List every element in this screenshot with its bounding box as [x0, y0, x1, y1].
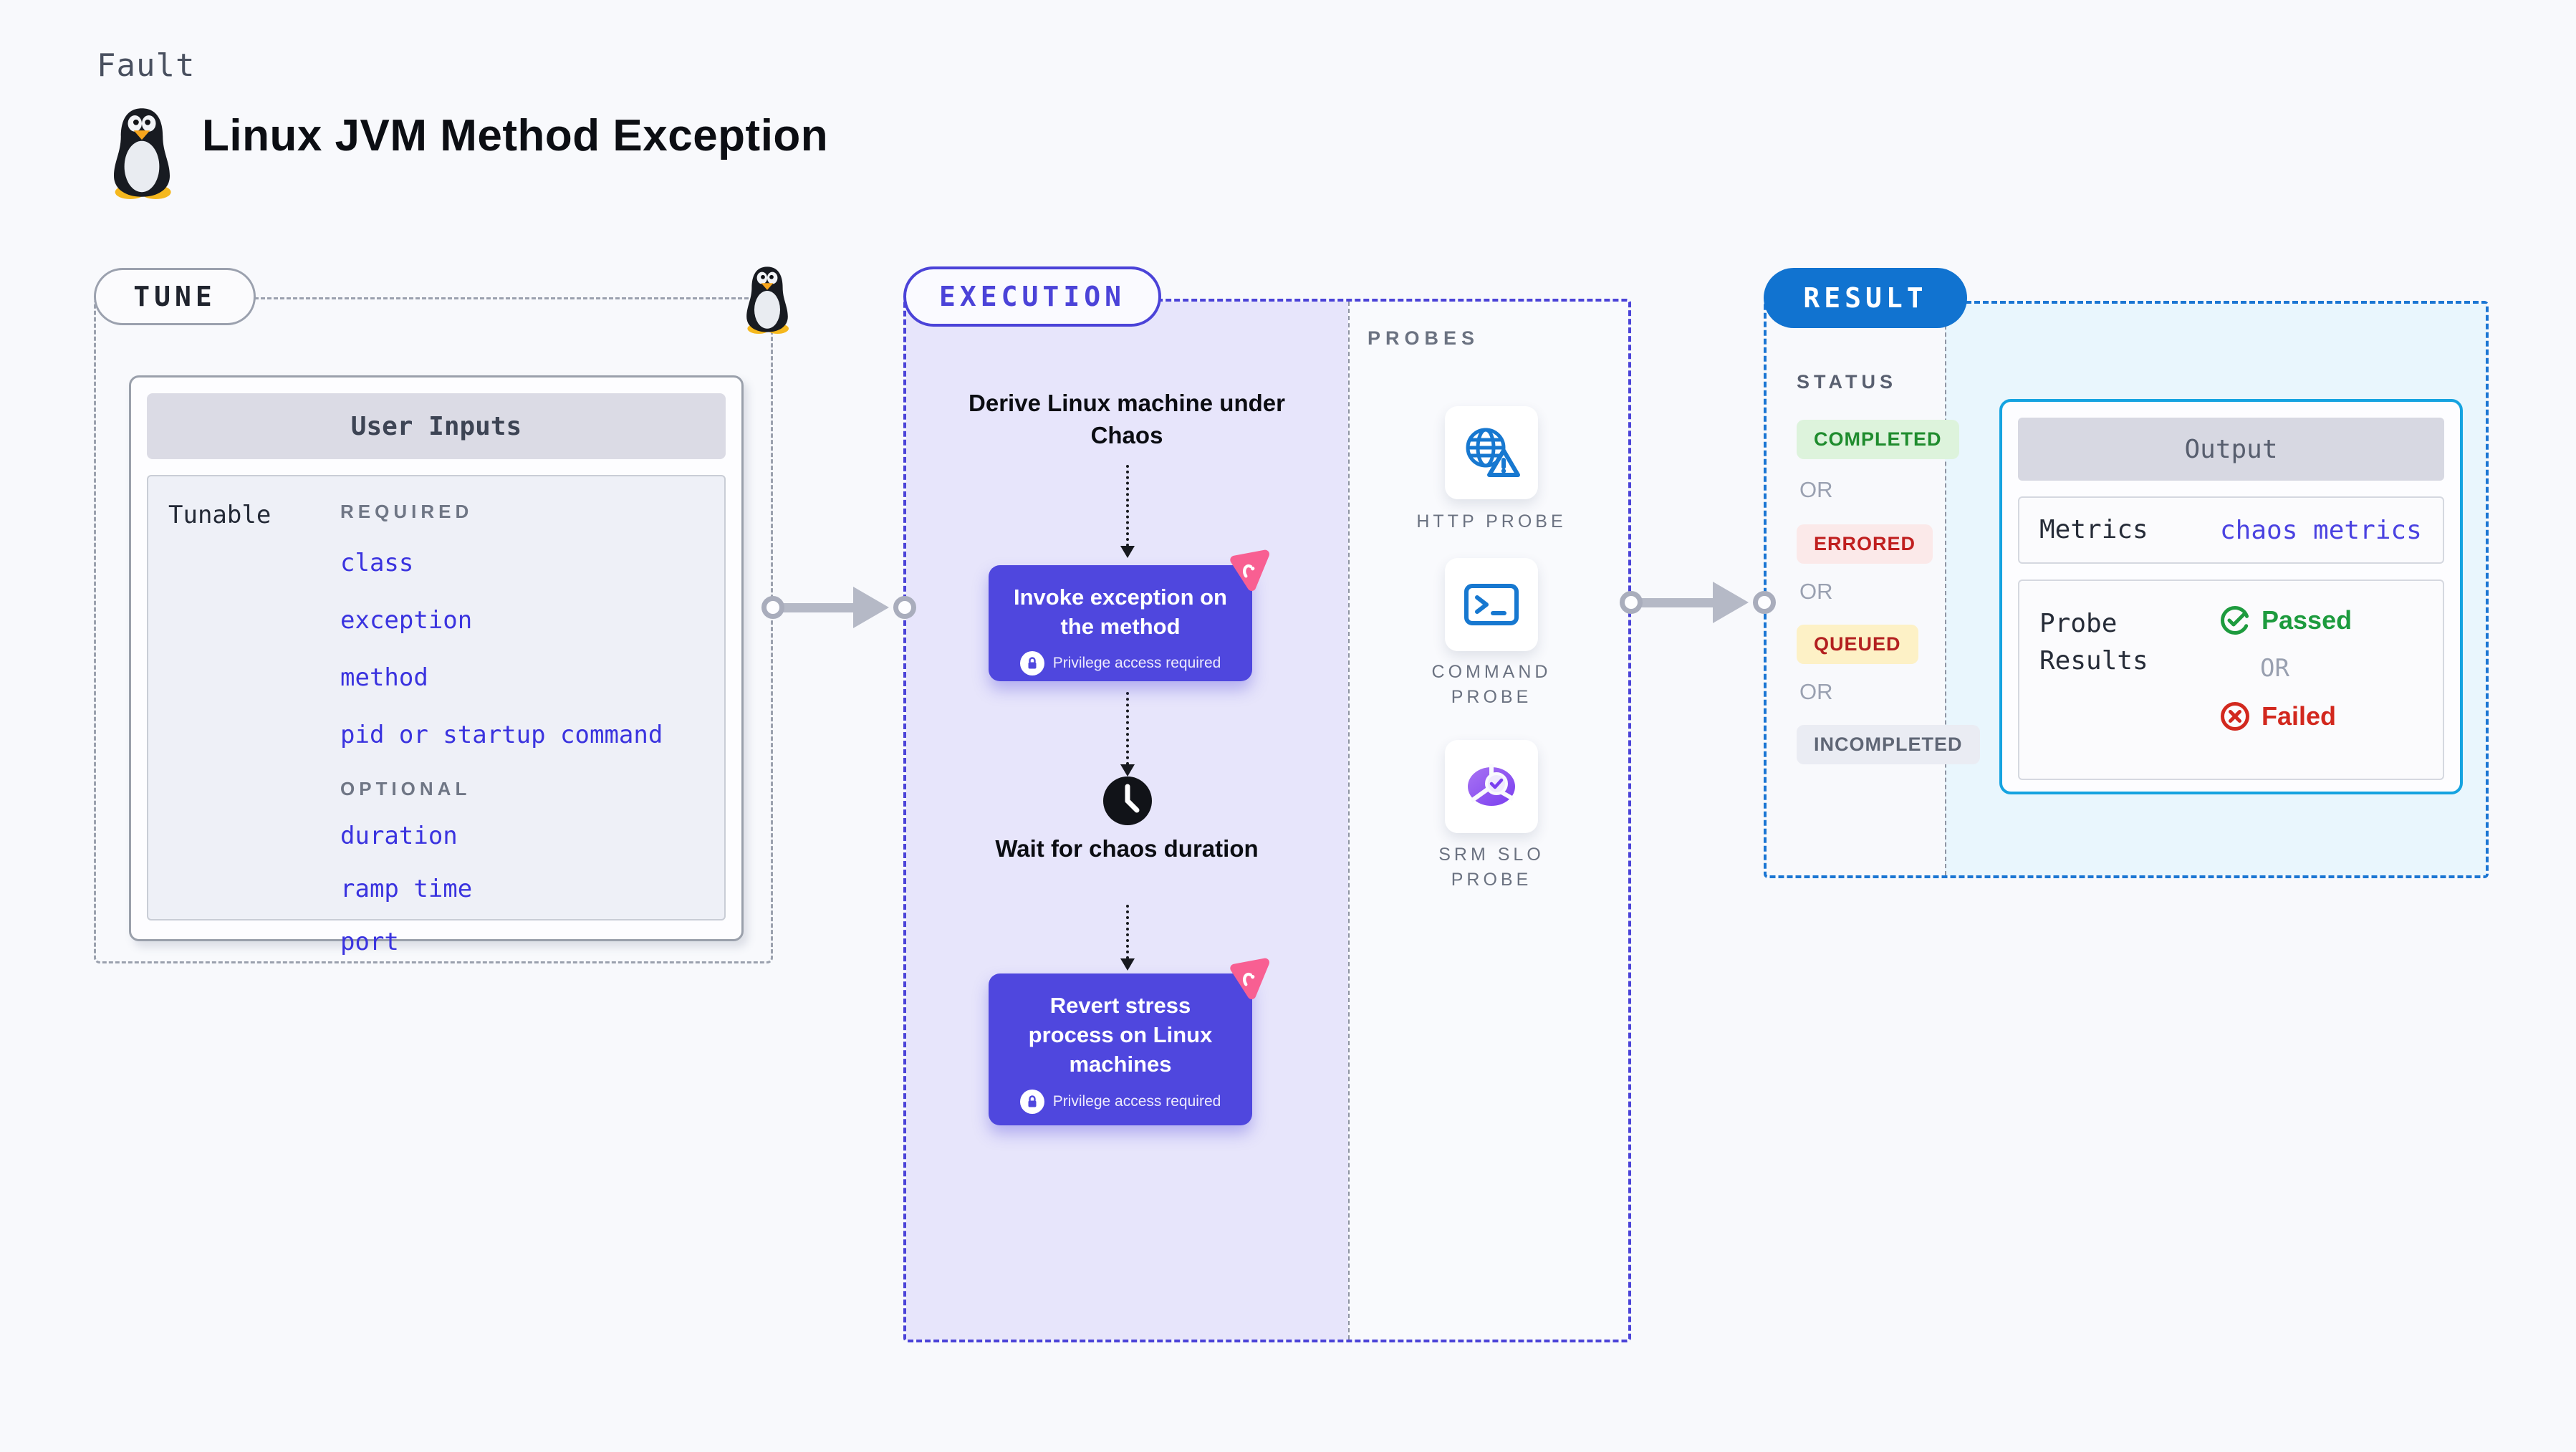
privilege-note: Privilege access required [1052, 1092, 1221, 1110]
status-badge-completed: COMPLETED [1797, 420, 1959, 459]
linux-penguin-icon [114, 108, 171, 199]
required-label: REQUIRED [340, 501, 474, 522]
output-card: Output Metrics chaos metrics Probe Resul… [1999, 399, 2463, 794]
param-link[interactable]: pid or startup command [340, 721, 663, 749]
user-inputs-card: User Inputs Tunable REQUIRED class excep… [129, 375, 744, 956]
command-probe-card[interactable] [1445, 558, 1538, 651]
connector-dot [1753, 591, 1776, 614]
param-link[interactable]: method [340, 663, 428, 692]
litmus-chaos-icon [1230, 958, 1269, 999]
user-inputs-title: User Inputs [147, 393, 726, 459]
x-circle-icon [2221, 702, 2249, 731]
arrow-right-icon [853, 587, 889, 628]
status-badge-errored: ERRORED [1797, 524, 1933, 564]
or-label: OR [1799, 579, 1833, 604]
arrow-right-icon [1713, 582, 1749, 623]
lock-icon [1019, 651, 1044, 676]
tune-badge: TUNE [94, 268, 256, 325]
step-derive-text: Derive Linux machine under Chaos [969, 390, 1285, 448]
execution-badge: EXECUTION [903, 266, 1161, 327]
probe-results-row: Probe Results Passed OR [2018, 580, 2444, 780]
param-link[interactable]: class [340, 549, 414, 577]
tune-section [94, 297, 773, 963]
lock-icon [1019, 1089, 1044, 1114]
tunable-label: Tunable [168, 501, 271, 529]
privilege-row: Privilege access required [989, 1080, 1252, 1131]
probe-label: COMMAND PROBE [1431, 662, 1552, 707]
connector-line [773, 603, 859, 612]
failed-row: Failed [2220, 701, 2352, 731]
step-wait-text: Wait for chaos duration [995, 835, 1259, 862]
status-label: STATUS [1797, 371, 1897, 393]
probe-label: SRM SLO PROBE [1438, 845, 1544, 890]
result-section: STATUS COMPLETED OR ERRORED OR QUEUED OR… [1764, 301, 2489, 878]
revert-stress-node[interactable]: Revert stress process on Linux machines … [989, 958, 1269, 1125]
tune-to-execution-connector [761, 587, 916, 628]
clock-icon [1103, 777, 1152, 825]
page-title: Linux JVM Method Exception [202, 111, 829, 160]
http-probe-card[interactable] [1445, 406, 1538, 499]
param-link[interactable]: duration [340, 822, 458, 850]
invoke-exception-node[interactable]: Invoke exception on the method Privilege… [989, 549, 1269, 681]
invoke-exception-label: Invoke exception on the method [1013, 585, 1227, 640]
passed-row: Passed [2220, 605, 2352, 635]
terminal-icon [1464, 584, 1519, 625]
optional-label: OPTIONAL [340, 778, 471, 799]
fault-kicker: Fault [97, 47, 196, 84]
param-link[interactable]: ramp time [340, 875, 473, 903]
user-inputs-body: Tunable REQUIRED class exception method … [147, 475, 726, 956]
passed-label: Passed [2262, 605, 2352, 635]
probes-label: PROBES [1368, 327, 1480, 349]
or-label: OR [1799, 679, 1833, 704]
failed-label: Failed [2262, 701, 2337, 731]
or-label: OR [1799, 477, 1833, 502]
slo-pie-check-icon [1468, 764, 1515, 806]
execution-to-result-connector [1620, 582, 1776, 623]
probe-label: HTTP PROBE [1416, 511, 1567, 532]
probe-verdicts: Passed OR Failed [2220, 605, 2352, 731]
srm-slo-probe-card[interactable] [1445, 740, 1538, 833]
check-circle-icon [2221, 606, 2249, 635]
output-title: Output [2018, 418, 2444, 481]
status-badge-incompleted: INCOMPLETED [1797, 725, 1980, 764]
tunable-params: REQUIRED class exception method pid or s… [340, 501, 717, 956]
execution-section: Derive Linux machine under Chaos Invoke … [903, 299, 1631, 1342]
connector-dot [761, 596, 784, 619]
privilege-note: Privilege access required [1052, 655, 1221, 672]
globe-warning-icon [1466, 428, 1520, 477]
chaos-metrics-link[interactable]: chaos metrics [2220, 515, 2422, 545]
param-link[interactable]: port [340, 928, 399, 956]
connector-dot [893, 596, 916, 619]
probes-divider [1348, 302, 1350, 1340]
status-badge-queued: QUEUED [1797, 625, 1918, 664]
probe-results-label: Probe Results [2039, 609, 2148, 676]
metrics-row: Metrics chaos metrics [2018, 496, 2444, 564]
privilege-row: Privilege access required [989, 641, 1252, 693]
connector-line [1631, 598, 1719, 607]
litmus-chaos-icon [1230, 549, 1269, 591]
param-link[interactable]: exception [340, 606, 473, 635]
status-divider [1945, 304, 1946, 875]
result-badge: RESULT [1764, 268, 1967, 328]
connector-dot [1620, 591, 1643, 614]
linux-penguin-icon [746, 266, 789, 334]
revert-stress-label: Revert stress process on Linux machines [1028, 993, 1213, 1077]
metrics-label: Metrics [2039, 514, 2148, 544]
or-label: OR [2260, 654, 2289, 683]
